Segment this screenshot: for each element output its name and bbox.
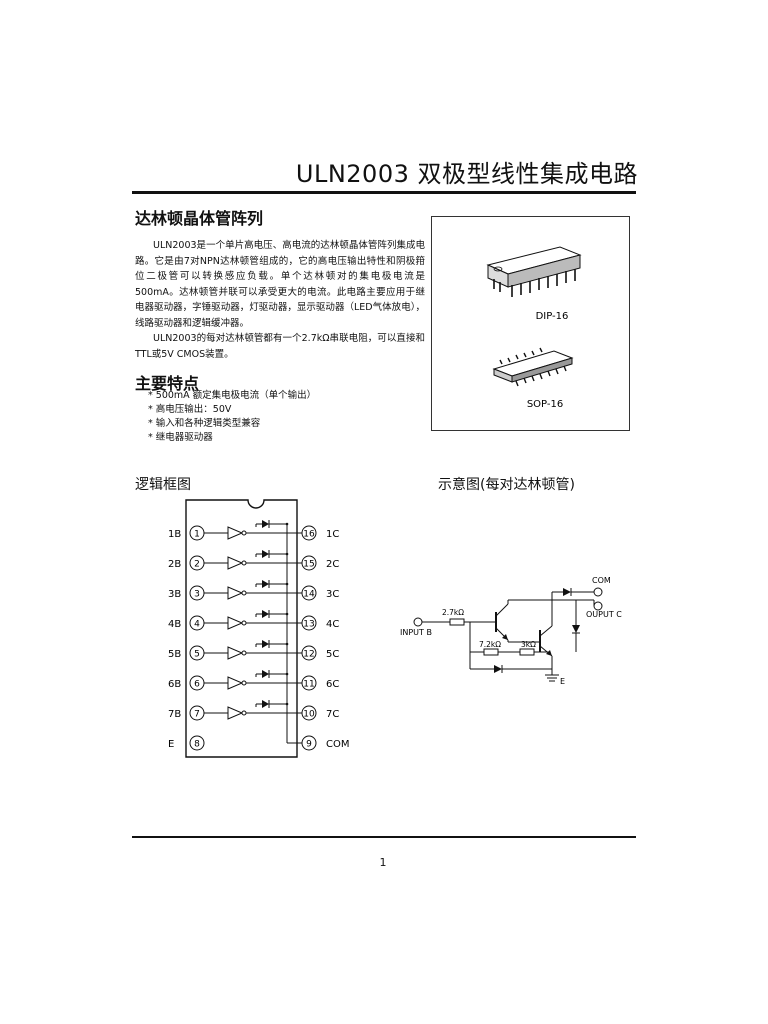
- pin-number-left: 3: [194, 590, 200, 600]
- feature-item: * 500mA 额定集电极电流（单个输出）: [148, 390, 317, 401]
- buffer-icon: [227, 616, 244, 630]
- buffer-icon: [227, 706, 244, 720]
- com-label: COM: [592, 576, 611, 585]
- resistor-7-2k: [483, 648, 499, 656]
- pin-number-right: 15: [303, 560, 314, 570]
- pin-label-right: 1C: [326, 529, 339, 540]
- feature-item: * 高电压输出：50V: [148, 404, 232, 415]
- diode-icon: [262, 520, 269, 528]
- pin-circle-left: [189, 735, 205, 751]
- diode-icon: [262, 550, 269, 558]
- buffer-icon: [227, 676, 244, 690]
- pin-label-left: 7B: [168, 709, 181, 720]
- diode-icon: [262, 670, 269, 678]
- description-paragraph-2: ULN2003的每对达林顿管都有一个2.7kΩ串联电阻，可以直接和TTL或5V …: [135, 333, 425, 360]
- schematic-diagram: INPUT B 2.7kΩ 7.2kΩ 3kΩ COM OUPUT C E: [400, 576, 622, 686]
- document-title: ULN2003 双极型线性集成电路: [295, 160, 638, 188]
- pin-label-left: 1B: [168, 529, 181, 540]
- pin-number-left: 4: [194, 620, 200, 630]
- title-rule: [132, 191, 636, 194]
- diode-icon: [262, 580, 269, 588]
- pin-label-left: 5B: [168, 649, 181, 660]
- logic-diagram-heading: 逻辑框图: [135, 477, 191, 493]
- features-list: * 500mA 额定集电极电流（单个输出） * 高电压输出：50V * 输入和各…: [148, 389, 316, 445]
- substrate-diode-icon: [494, 665, 502, 673]
- ic-outline: [185, 499, 298, 758]
- pin-number-left: 7: [194, 710, 200, 720]
- pin-number-left: 6: [194, 680, 200, 690]
- section-heading: 达林顿晶体管阵列: [135, 209, 264, 228]
- pin-label-right: COM: [326, 739, 349, 750]
- feature-item: * 继电器驱动器: [148, 432, 213, 443]
- diode-icon: [262, 700, 269, 708]
- pin-label-right: 6C: [326, 679, 339, 690]
- pin-label-left: 4B: [168, 619, 181, 630]
- pin-label-left: E: [168, 739, 174, 750]
- pin-number-right: 12: [303, 650, 314, 660]
- pin-number-right: 11: [303, 680, 314, 690]
- r1-label: 2.7kΩ: [442, 608, 464, 617]
- schematic-heading: 示意图(每对达林顿管): [438, 477, 575, 493]
- com-terminal: [593, 587, 603, 597]
- pin-number-right: 16: [303, 530, 315, 540]
- features-heading: 主要特点: [135, 374, 200, 393]
- description: ULN2003是一个单片高电压、高电流的达林顿晶体管阵列集成电路。它是由7对NP…: [135, 238, 425, 362]
- com-diode-icon: [563, 588, 571, 596]
- diode-icon: [262, 640, 269, 648]
- sop-label: SOP-16: [527, 399, 563, 410]
- pin-label-left: 6B: [168, 679, 181, 690]
- pin-label-right: 4C: [326, 619, 339, 630]
- diode-icon: [262, 610, 269, 618]
- input-terminal: [413, 617, 423, 627]
- page-number: 1: [379, 856, 387, 869]
- package-box: DIP-16 SOP-16: [431, 216, 630, 431]
- pin-number-left: 2: [194, 560, 200, 570]
- resistor-2-7k: [449, 618, 465, 626]
- footer-rule: [132, 836, 636, 838]
- pin-number-right: 9: [306, 740, 312, 750]
- output-c-label: OUPUT C: [586, 610, 622, 619]
- output-terminal: [593, 601, 603, 611]
- pin-number-right: 13: [303, 620, 314, 630]
- buffer-icon: [227, 646, 244, 660]
- dip-package-icon: [486, 246, 582, 297]
- feature-item: * 输入和各种逻辑类型兼容: [148, 418, 261, 429]
- logic-diagram: 1B 1 16 1C 2B 2 15 2C 3B 3 14 3C 4B 4 13 4C 5B 5 12 5C 6B 6 11…: [168, 499, 349, 758]
- pin-number-left: 5: [194, 650, 200, 660]
- input-b-label: INPUT B: [400, 628, 432, 637]
- pin-label-right: 2C: [326, 559, 339, 570]
- pin-label-right: 3C: [326, 589, 339, 600]
- package-drawings: DIP-16 SOP-16: [486, 246, 582, 410]
- pin-number-left: 1: [194, 530, 200, 540]
- pin-number-right: 14: [303, 590, 315, 600]
- pin-number-left: 8: [194, 740, 200, 750]
- clamp-diode-icon: [572, 625, 580, 633]
- pin-label-left: 3B: [168, 589, 181, 600]
- buffer-icon: [227, 526, 244, 540]
- pin-label-right: 5C: [326, 649, 339, 660]
- pin-label-right: 7C: [326, 709, 339, 720]
- sop-package-icon: [492, 347, 574, 387]
- buffer-icon: [227, 556, 244, 570]
- e-label: E: [560, 677, 565, 686]
- dip-label: DIP-16: [536, 311, 569, 322]
- description-paragraph-1: ULN2003是一个单片高电压、高电流的达林顿晶体管阵列集成电路。它是由7对NP…: [135, 240, 425, 329]
- resistor-3k: [519, 648, 535, 656]
- pin-label-left: 2B: [168, 559, 181, 570]
- buffer-icon: [227, 586, 244, 600]
- pin-number-right: 10: [303, 710, 315, 720]
- r2-label: 7.2kΩ: [479, 640, 501, 649]
- r3-label: 3kΩ: [521, 640, 536, 649]
